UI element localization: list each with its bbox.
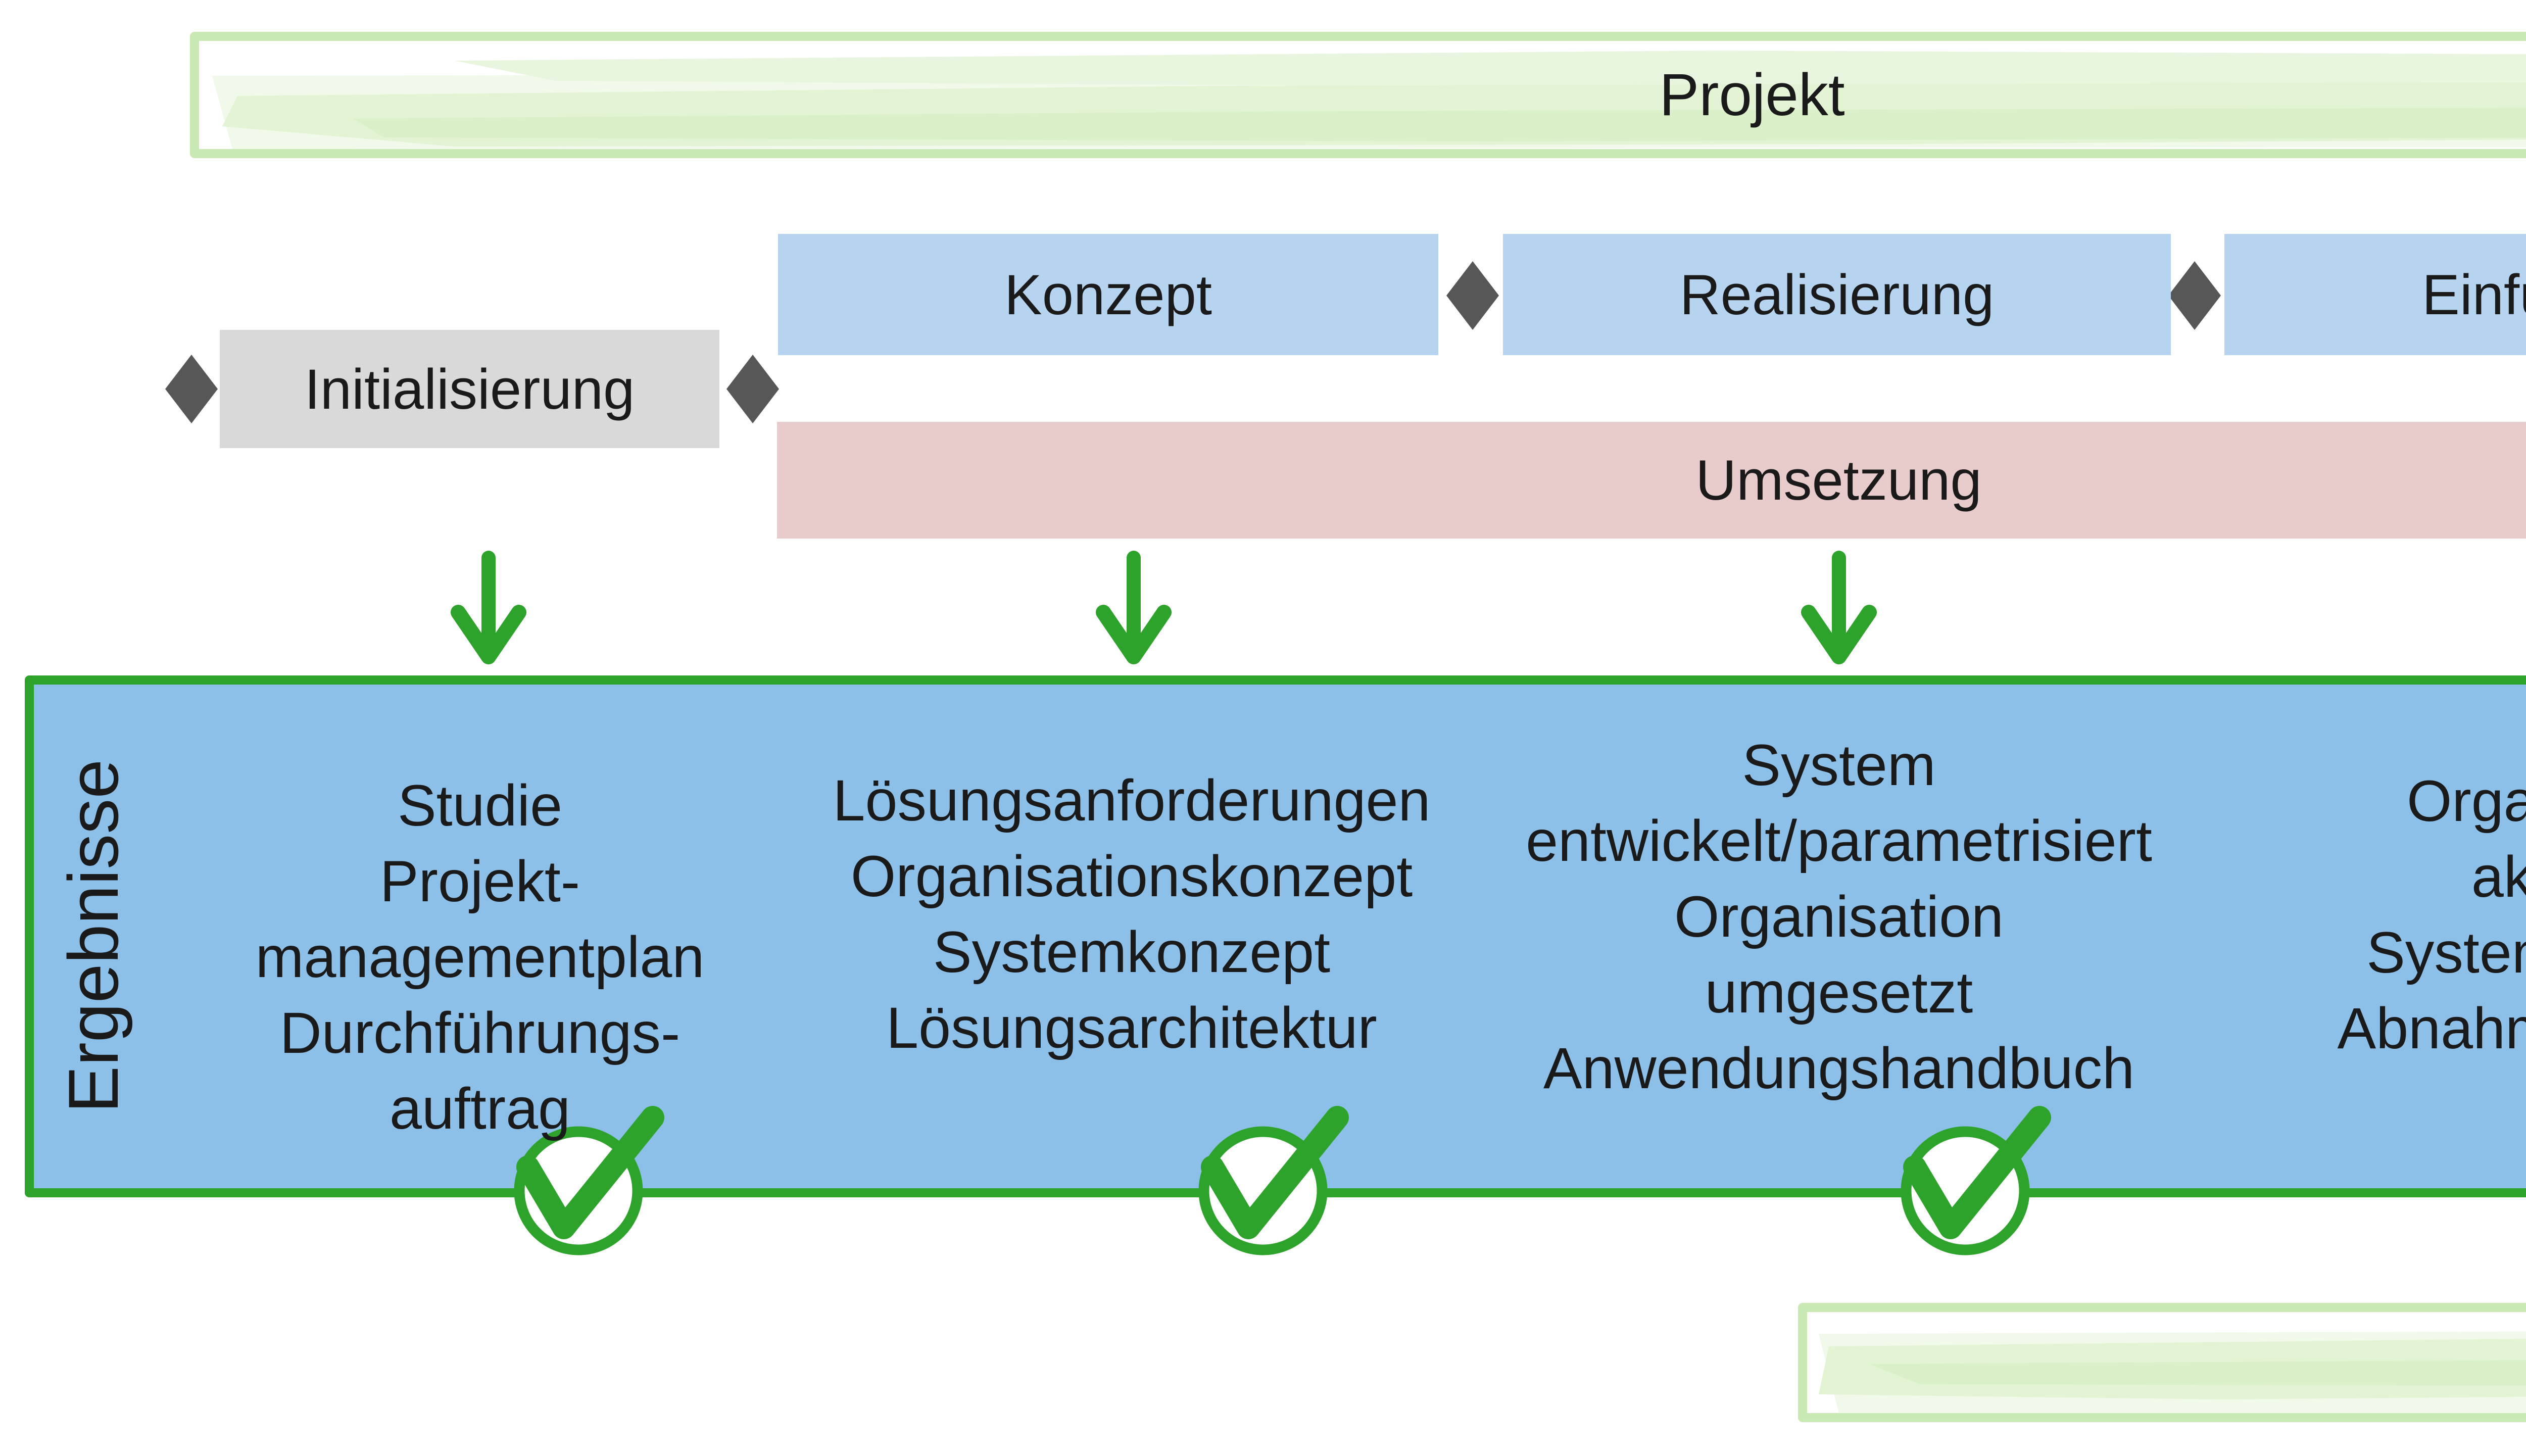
checkmark-icon (514, 1106, 664, 1255)
result-line: umgesetzt (1705, 960, 1973, 1025)
result-line: aktiviert (2471, 845, 2526, 909)
checkmarks (514, 1106, 2051, 1255)
down-arrow-icon (451, 551, 526, 664)
result-line: entwickelt/parametrisiert (1526, 809, 2152, 873)
phase-box-konzept: Konzept (778, 234, 1438, 355)
execution-bar: Umsetzung (777, 422, 2526, 539)
down-arrow-icon (1096, 551, 1172, 664)
milestone-diamond-icon (726, 355, 779, 423)
result-line: Lösungsanforderungen (833, 768, 1431, 833)
result-line: Durchführungs- (279, 1001, 681, 1065)
result-column-einfuehrung: Organisation aktiviert System aktiviert … (2193, 763, 2526, 1066)
results-arrow-title: Ergebnisse (54, 759, 133, 1113)
phase-box-realisierung: Realisierung (1503, 234, 2171, 355)
project-banner-shape (190, 32, 2526, 158)
checkmark-icon (1198, 1106, 1349, 1255)
milestone-diamond-icon (1446, 261, 1499, 330)
milestones (165, 261, 2221, 423)
phase-box-initialisierung: Initialisierung (220, 330, 719, 448)
result-column-initialisierung: Studie Projekt- managementplan Durchführ… (126, 768, 834, 1147)
result-line: Organisation (1674, 885, 2004, 949)
result-line: auftrag (389, 1077, 571, 1141)
result-line: Systemkonzept (933, 920, 1331, 985)
down-arrow-icon (1801, 551, 1877, 664)
result-line: Anwendungshandbuch (1543, 1036, 2135, 1101)
result-line: managementplan (255, 925, 705, 990)
usage-banner-shape (1798, 1303, 2526, 1422)
project-banner-label: Projekt (1659, 62, 1845, 128)
result-line: Organisationskonzept (850, 844, 1413, 909)
usage-banner-label: Nutzung (2319, 1322, 2526, 1403)
result-line: System aktiviert (2366, 920, 2526, 985)
result-line: Organisation (2406, 769, 2526, 834)
results-arrow-shape (25, 675, 2526, 1197)
result-line: Studie (397, 773, 563, 838)
result-line: Projekt- (379, 849, 580, 914)
phase-box-einfuehrung: Einführung (2224, 234, 2526, 355)
milestone-diamond-icon (165, 355, 218, 423)
checkmark-icon (1901, 1106, 2051, 1255)
result-column-konzept: Lösungsanforderungen Organisationskonzep… (753, 763, 1511, 1066)
milestone-diamond-icon (2168, 261, 2221, 330)
result-line: Abnahmeprotokoll (2337, 996, 2526, 1061)
result-line: System (1742, 733, 1936, 798)
result-column-realisierung: System entwickelt/parametrisiert Organis… (1359, 727, 2319, 1106)
result-arrows (451, 551, 1877, 664)
result-line: Lösungsarchitektur (886, 996, 1377, 1060)
